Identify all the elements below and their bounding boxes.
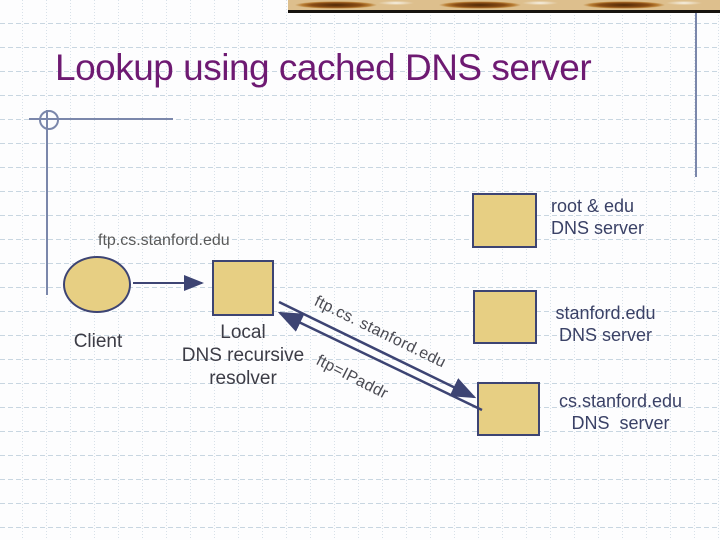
server-label-root-edu: root & edu DNS server (551, 196, 645, 238)
server-box-stanford-edu (473, 290, 537, 344)
server-label-cs-stanford-edu: cs.stanford.edu DNS server (558, 391, 683, 433)
right-accent-line (695, 0, 697, 177)
photo-strip-banner (288, 0, 720, 13)
client-ellipse-shape (63, 256, 131, 313)
slide-title: Lookup using cached DNS server (55, 47, 592, 88)
client-label: Client (73, 331, 123, 352)
corner-ornament-vertical-line (46, 110, 48, 295)
client-request-label: ftp.cs.stanford.edu (98, 232, 230, 249)
server-box-root-edu (472, 193, 537, 248)
server-label-stanford-edu: stanford.edu DNS server (555, 303, 656, 345)
corner-ornament-circle (39, 110, 59, 130)
resolver-label: Local DNS recursive resolver (181, 322, 305, 389)
resolver-box-shape (212, 260, 274, 316)
corner-ornament-horizontal-line (29, 118, 173, 120)
server-box-cs-stanford-edu (477, 382, 540, 436)
